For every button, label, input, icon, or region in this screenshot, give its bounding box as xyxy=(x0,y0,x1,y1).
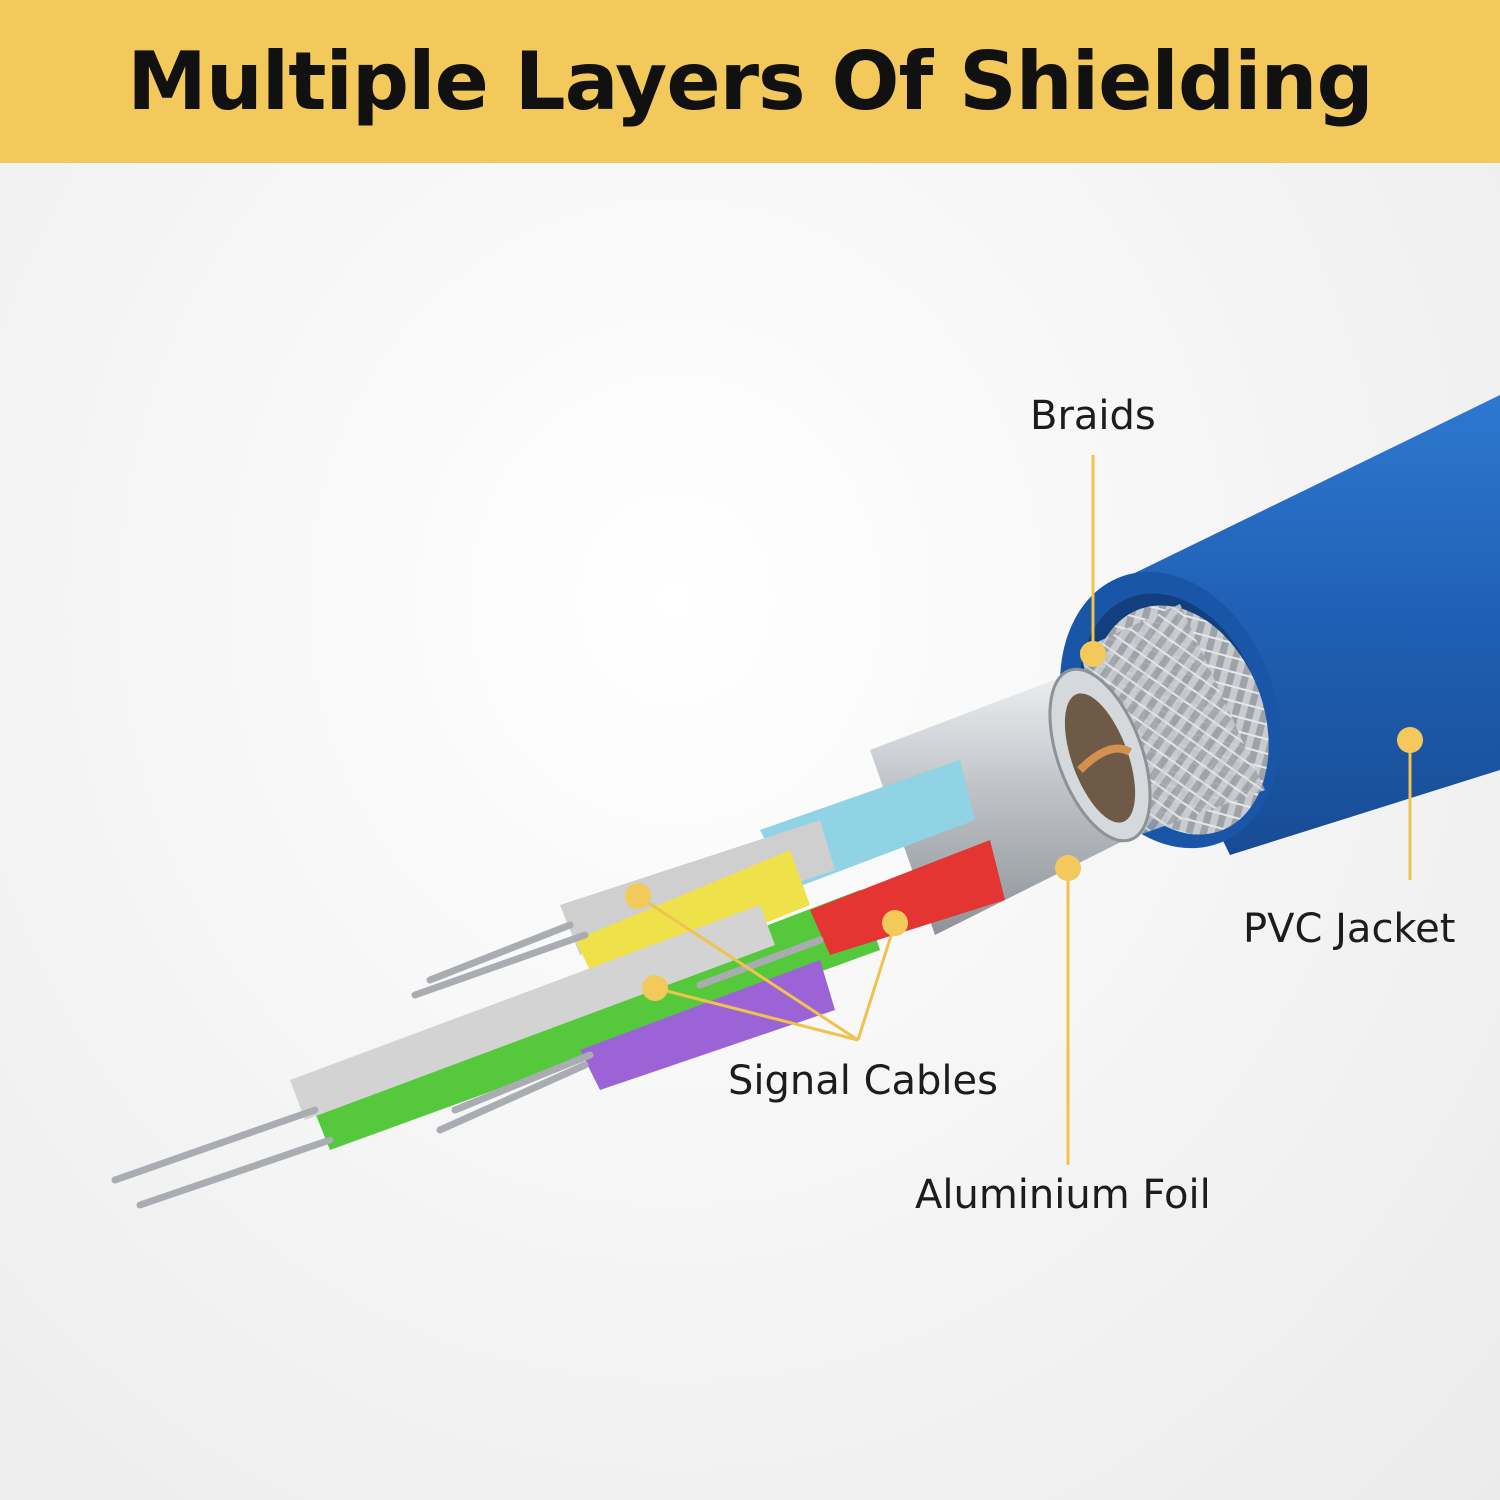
aluminium-foil-label: Aluminium Foil xyxy=(915,1172,1211,1218)
signal-cable-marker-dot xyxy=(625,883,651,909)
signal-cables-leader-lines xyxy=(637,894,897,1042)
pvc-jacket-marker-dot xyxy=(1397,727,1423,753)
signal-cable-marker-dot xyxy=(642,975,668,1001)
pvc-jacket-label: PVC Jacket xyxy=(1243,906,1456,952)
braids-marker-dot xyxy=(1080,641,1106,667)
braids-label: Braids xyxy=(1030,393,1156,439)
signal-cable-marker-dot xyxy=(882,910,908,936)
signal-cables xyxy=(111,760,1005,1209)
signal-cables-label: Signal Cables xyxy=(728,1058,998,1104)
page-title: Multiple Layers Of Shielding xyxy=(127,35,1374,128)
title-banner: Multiple Layers Of Shielding xyxy=(0,0,1500,163)
aluminium-foil-marker-dot xyxy=(1055,855,1081,881)
